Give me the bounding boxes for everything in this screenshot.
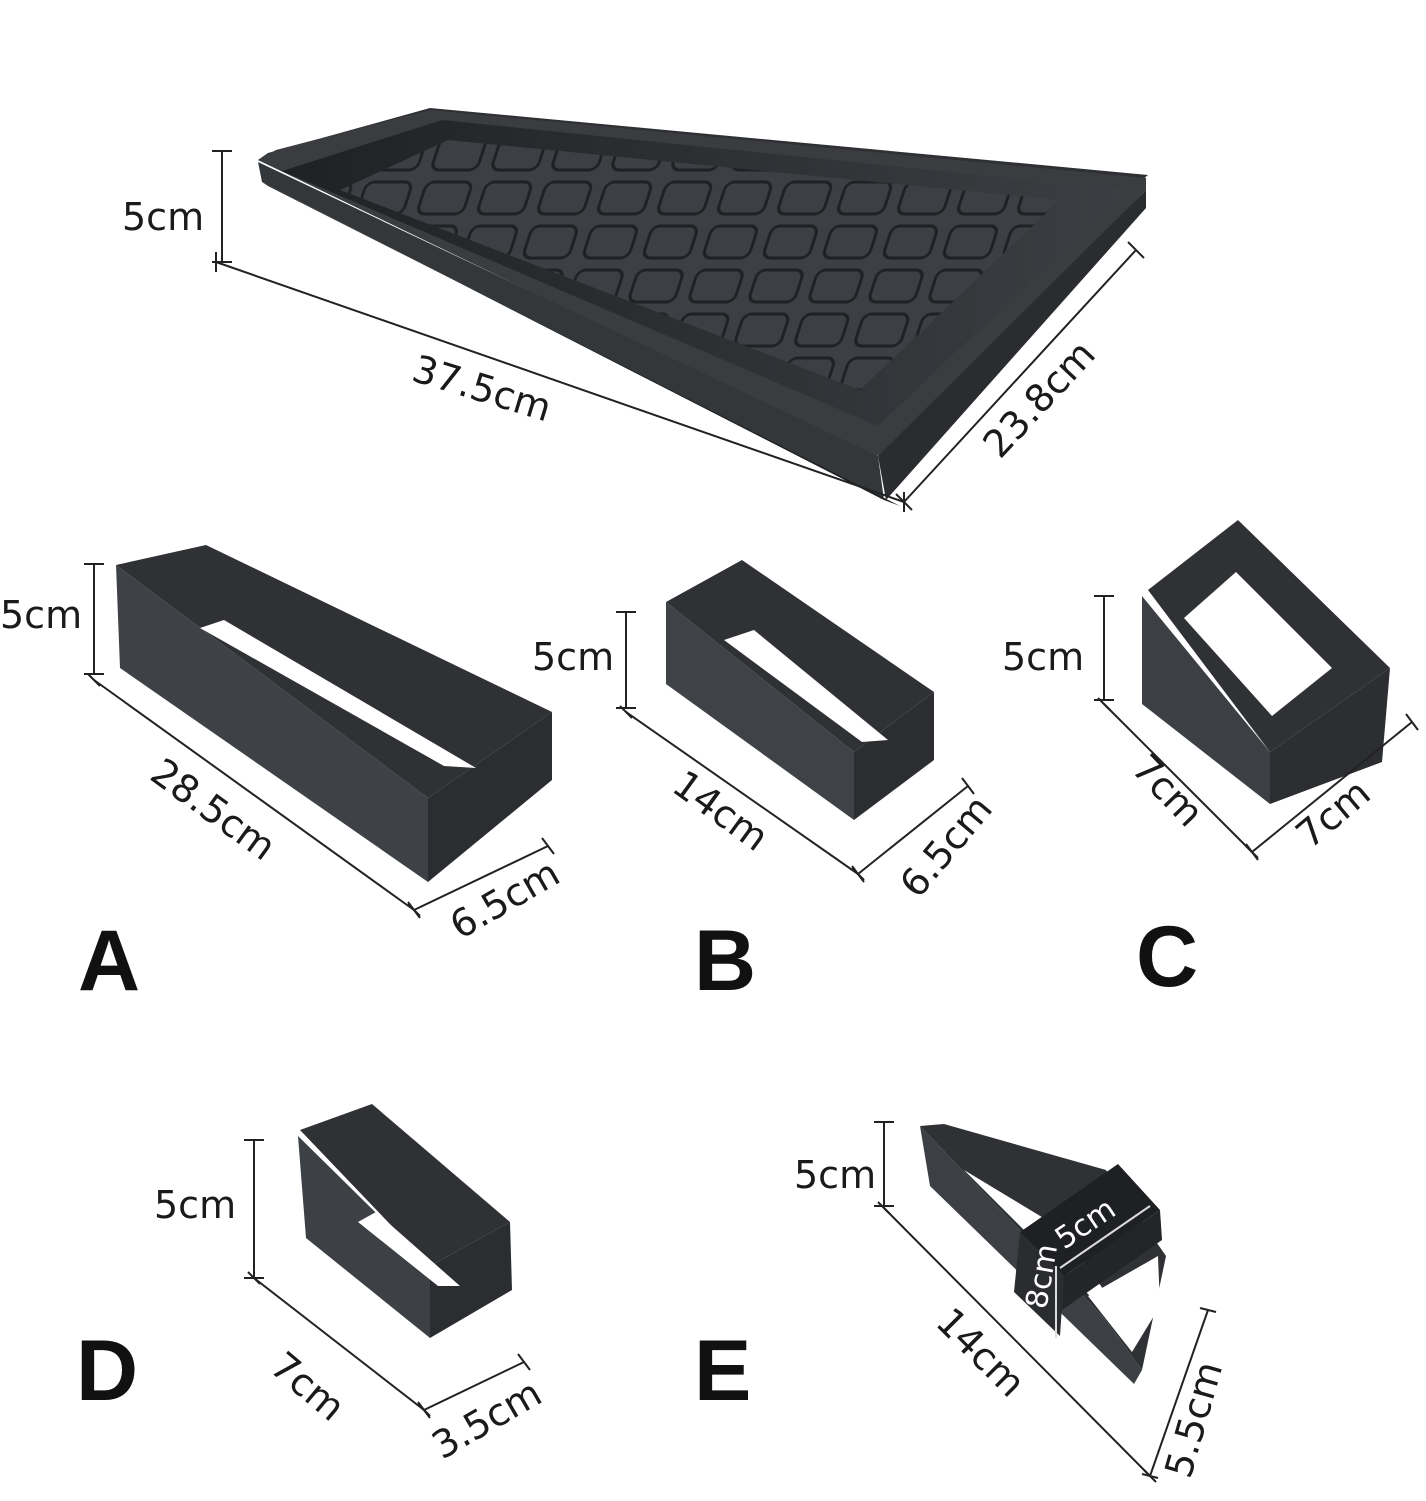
mold-a-width-marker — [407, 837, 555, 919]
mold-d-width-label: 3.5cm — [425, 1371, 549, 1468]
mold-e — [920, 1124, 1166, 1384]
mold-e-length-label: 14cm — [928, 1299, 1034, 1405]
mold-a — [116, 545, 552, 882]
mold-d-height-marker — [244, 1139, 264, 1279]
mold-a-height-marker — [84, 563, 104, 675]
mold-a-length-label: 28.5cm — [143, 750, 284, 869]
mold-b-letter: B — [694, 913, 756, 1009]
mold-c-letter: C — [1136, 909, 1198, 1005]
mold-e-width-marker — [1141, 1307, 1217, 1479]
mold-d — [298, 1104, 512, 1338]
tray-height-label: 5cm — [122, 195, 204, 239]
mold-e-inner-markers — [1055, 1205, 1151, 1338]
mold-c — [1142, 520, 1390, 804]
mold-e-height-label: 5cm — [794, 1153, 876, 1197]
mold-e-width-label: 5.5cm — [1156, 1357, 1231, 1483]
mold-b-height-label: 5cm — [532, 635, 614, 679]
mold-e-height-marker — [874, 1121, 894, 1207]
mold-b-length-label: 14cm — [665, 762, 777, 860]
baking-tray — [258, 108, 1148, 506]
mold-c-height-marker — [1094, 595, 1114, 701]
tray-height-marker — [212, 150, 232, 263]
mold-a-letter: A — [78, 913, 140, 1009]
mold-b-height-marker — [616, 611, 636, 709]
mold-c-width-marker — [1245, 713, 1419, 861]
tray-length-label: 37.5cm — [407, 347, 556, 431]
mold-a-height-label: 5cm — [0, 593, 82, 637]
mold-d-width-marker — [417, 1353, 531, 1419]
mold-c-height-label: 5cm — [1002, 635, 1084, 679]
tray-width-marker — [895, 241, 1145, 511]
mold-c-length-label: 7cm — [1124, 746, 1213, 836]
mold-b — [666, 560, 934, 820]
mold-d-letter: D — [76, 1323, 138, 1419]
mold-d-height-label: 5cm — [154, 1183, 236, 1227]
mold-a-width-label: 6.5cm — [443, 851, 567, 948]
mold-b-width-marker — [851, 777, 975, 883]
mold-e-letter: E — [694, 1323, 751, 1419]
mold-d-length-label: 7cm — [262, 1343, 353, 1429]
